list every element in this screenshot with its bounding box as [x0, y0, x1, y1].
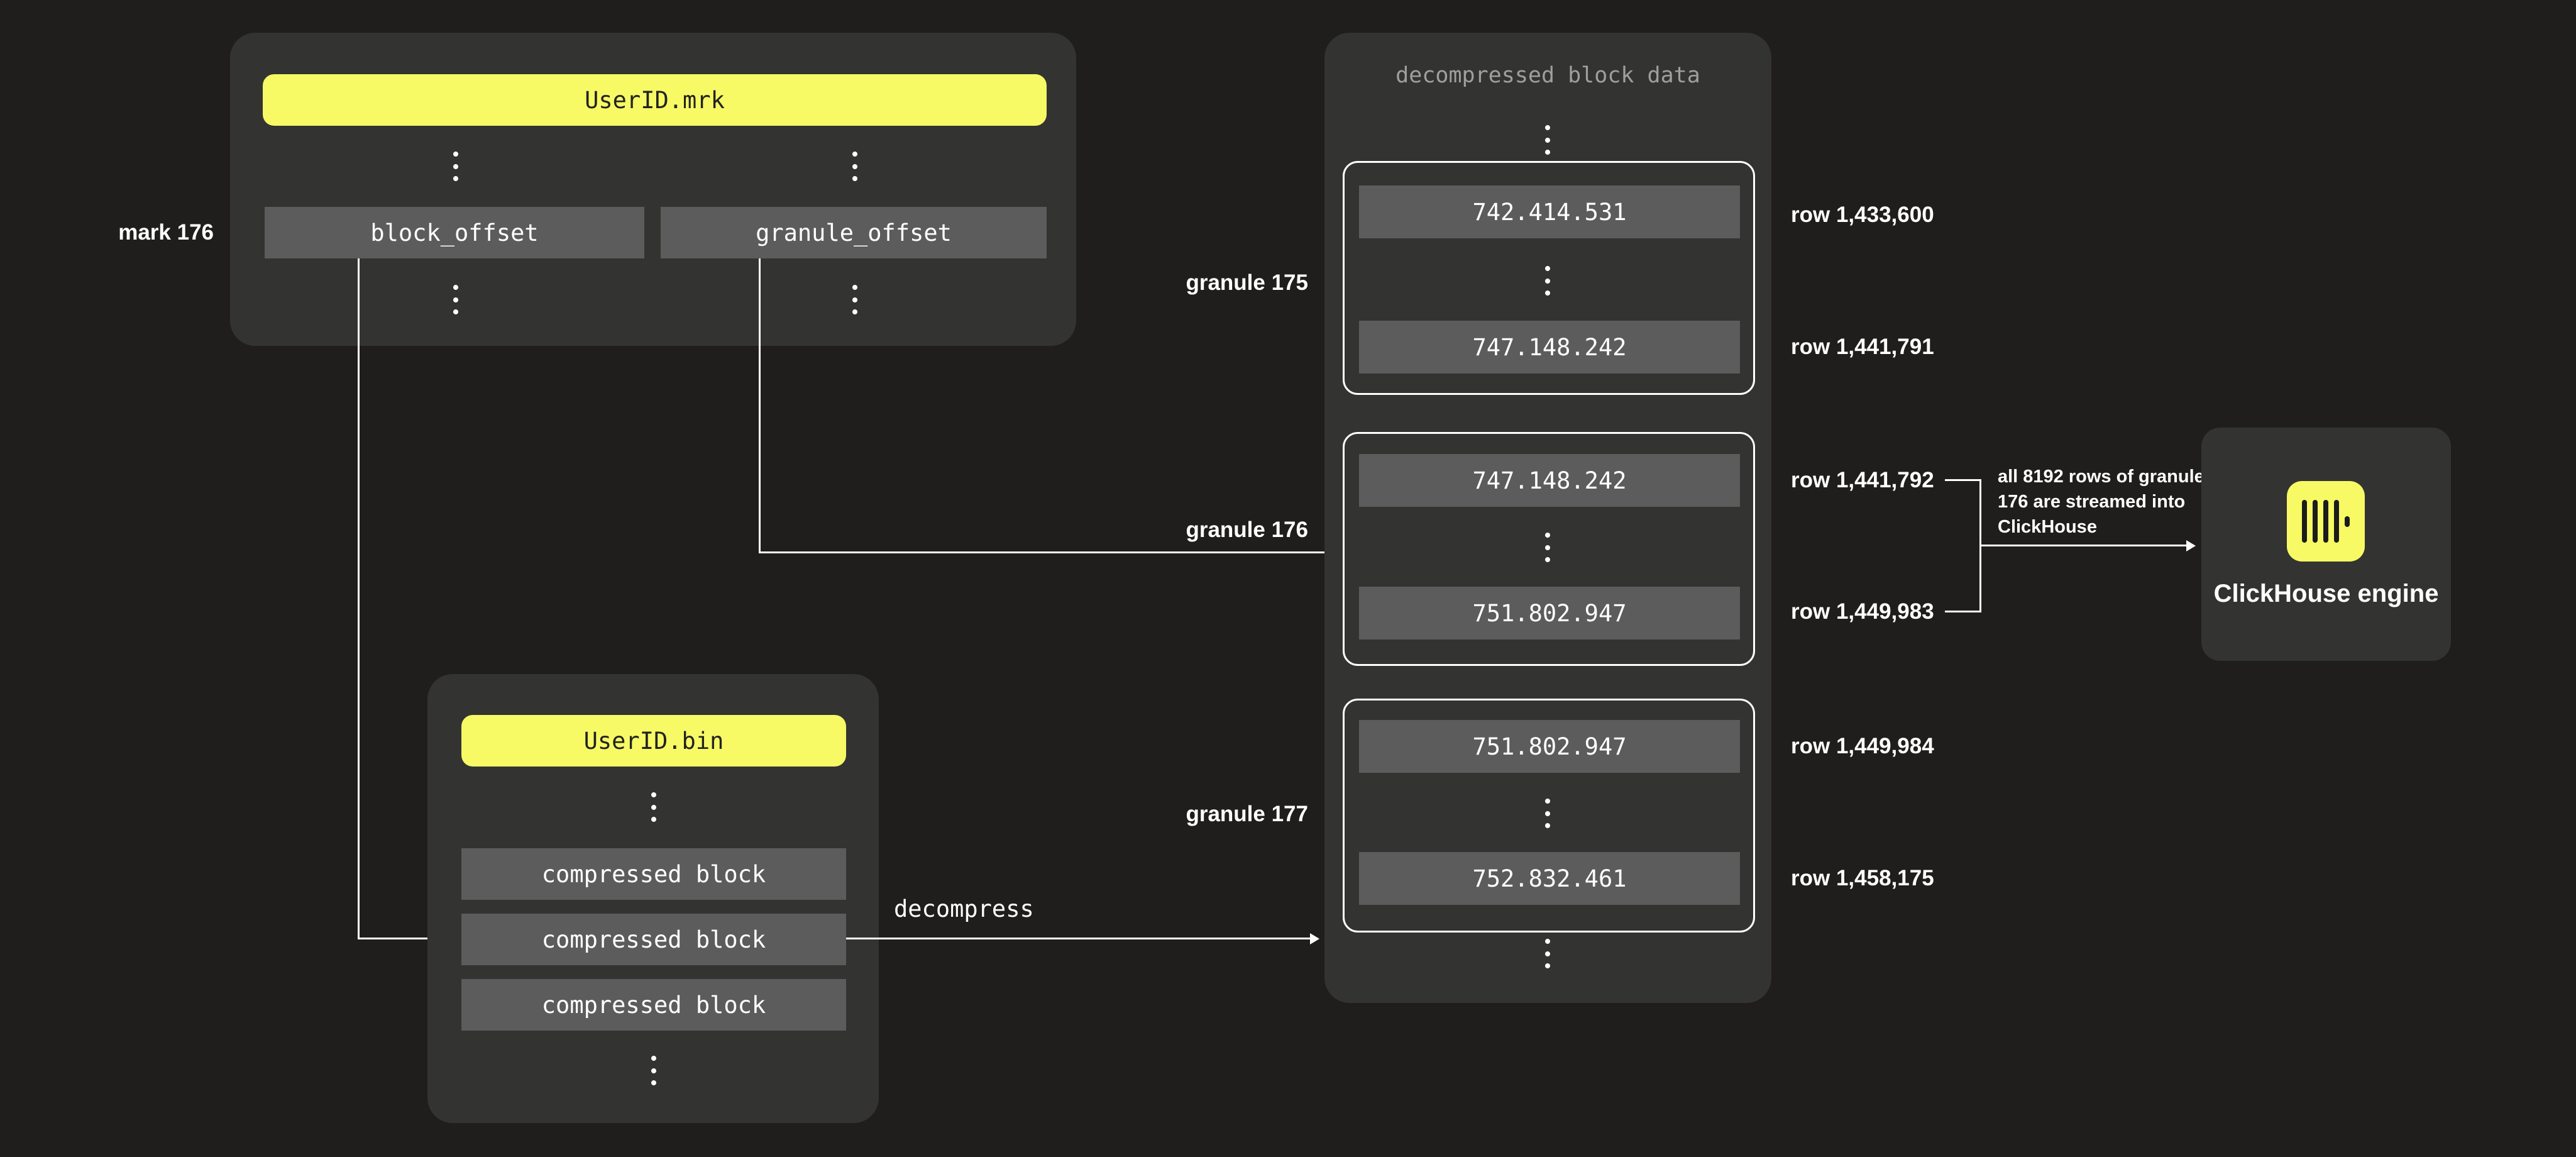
field-block-offset: block_offset — [265, 207, 644, 258]
ellipsis-bin-top — [651, 792, 656, 822]
granule-177-last-value: 752.832.461 — [1359, 852, 1740, 905]
bracket-stub-top — [1945, 479, 1981, 481]
row-label-1433600: row 1,433,600 — [1791, 202, 1934, 227]
granule-175-last-value: 747.148.242 — [1359, 321, 1740, 374]
arrowhead-into-engine-icon — [2186, 540, 2196, 551]
line-stream-to-engine — [1979, 545, 2186, 546]
granule-176-last-value: 751.802.947 — [1359, 587, 1740, 639]
granule-176-label: granule 176 — [1186, 518, 1308, 542]
ellipsis-granule-175 — [1545, 266, 1550, 296]
logo-bar — [2302, 500, 2307, 543]
arrowhead-decompress-icon — [1310, 933, 1319, 944]
line-granule-offset-right — [759, 551, 1330, 553]
row-label-1441791: row 1,441,791 — [1791, 335, 1934, 359]
line-block-offset-right — [358, 938, 451, 939]
decompressed-panel-title: decompressed block data — [1395, 63, 1700, 88]
ellipsis-decompressed-bottom — [1545, 939, 1550, 968]
bin-file-title: UserID.bin — [461, 715, 846, 767]
annotation-line-2: 176 are streamed into — [1998, 492, 2186, 512]
granule-175-label: granule 175 — [1186, 270, 1308, 295]
mark-176-label: mark 176 — [118, 220, 214, 245]
ellipsis-mrk-right-bottom — [852, 285, 857, 314]
logo-bar — [2334, 500, 2339, 543]
decompress-label: decompress — [894, 895, 1034, 922]
clickhouse-logo-icon — [2287, 481, 2365, 562]
logo-bar-short — [2345, 516, 2350, 527]
compressed-block-3: compressed block — [461, 979, 846, 1031]
compressed-block-2: compressed block — [461, 914, 846, 965]
clickhouse-engine-label: ClickHouse engine — [2213, 580, 2439, 607]
line-block-offset-down — [358, 258, 360, 939]
ellipsis-bin-bottom — [651, 1056, 656, 1085]
row-label-1458175: row 1,458,175 — [1791, 866, 1934, 890]
ellipsis-granule-176 — [1545, 533, 1550, 562]
annotation-line-3: ClickHouse — [1998, 517, 2097, 537]
annotation-line-1: all 8192 rows of granule — [1998, 467, 2204, 487]
compressed-block-1: compressed block — [461, 848, 846, 900]
field-granule-offset: granule_offset — [661, 207, 1047, 258]
row-label-1449984: row 1,449,984 — [1791, 734, 1934, 758]
line-granule-offset-down — [759, 258, 761, 553]
granule-176-box — [1343, 432, 1755, 666]
ellipsis-decompressed-top — [1545, 125, 1550, 155]
granule-175-box — [1343, 161, 1755, 395]
row-label-1441792: row 1,441,792 — [1791, 468, 1934, 492]
granule-177-label: granule 177 — [1186, 802, 1308, 826]
ellipsis-mrk-right-top — [852, 152, 857, 181]
stream-annotation: all 8192 rows of granule 176 are streame… — [1998, 464, 2204, 540]
row-label-1449983: row 1,449,983 — [1791, 599, 1934, 624]
ellipsis-granule-177 — [1545, 799, 1550, 828]
ellipsis-mrk-left-bottom — [453, 285, 458, 314]
granule-177-first-value: 751.802.947 — [1359, 720, 1740, 773]
granule-176-first-value: 747.148.242 — [1359, 454, 1740, 507]
granule-177-box — [1343, 699, 1755, 933]
ellipsis-mrk-left-top — [453, 152, 458, 181]
logo-bar — [2323, 500, 2328, 543]
granule-175-first-value: 742.414.531 — [1359, 185, 1740, 238]
logo-bar — [2313, 500, 2318, 543]
line-decompress — [846, 938, 1310, 939]
bracket-stub-bottom — [1945, 611, 1981, 612]
mrk-file-title: UserID.mrk — [263, 74, 1047, 126]
